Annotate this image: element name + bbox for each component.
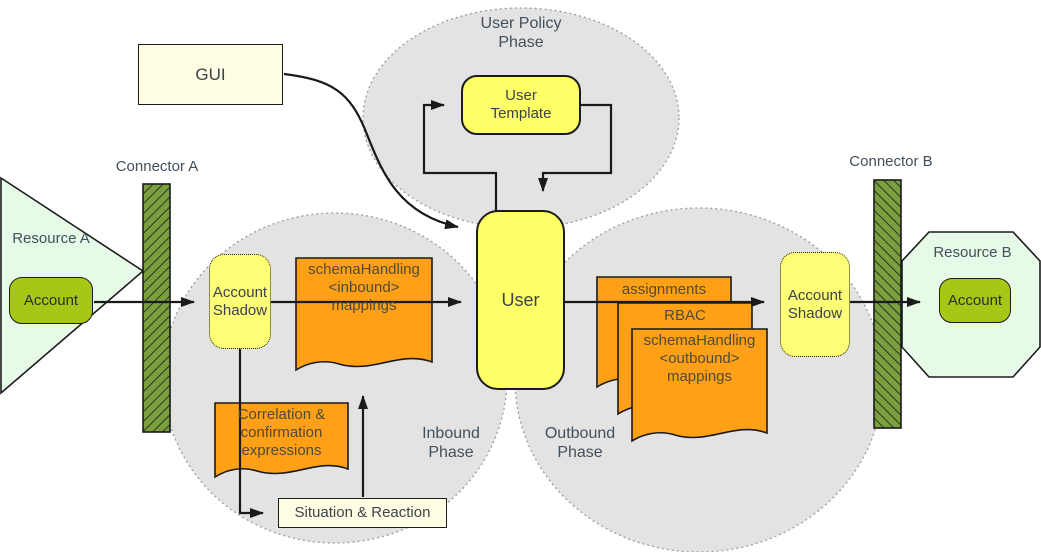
resource-a-label: Resource A (12, 230, 90, 247)
inbound-mappings-doc (295, 257, 433, 372)
correlation-label: Correlation & confirmation expressions (237, 406, 326, 459)
user-template-box: User Template (461, 75, 581, 135)
account-shadow-a-box: Account Shadow (209, 254, 271, 349)
outbound-phase-label: Outbound Phase (544, 425, 616, 461)
connector-b-bar (873, 179, 902, 429)
account-shadow-b-box: Account Shadow (780, 252, 850, 357)
outbound-mappings-doc (631, 328, 768, 443)
arrow-gui-to-user (283, 72, 459, 230)
user-policy-phase-label: User Policy Phase (480, 15, 562, 51)
correlation-doc (214, 402, 349, 479)
situation-reaction-box: Situation & Reaction (278, 498, 447, 528)
connector-a-bar (142, 183, 171, 433)
assignments-label: assignments (621, 281, 707, 298)
arrow-template-to-user (538, 103, 613, 192)
user-template-label: User Template (490, 87, 552, 122)
outbound-mappings-label: schemaHandling <outbound> mappings (643, 332, 756, 385)
user-box: User (476, 210, 565, 390)
inbound-phase-label: Inbound Phase (422, 425, 480, 461)
rbac-label: RBAC (664, 307, 706, 324)
account-b-box: Account (939, 278, 1011, 323)
arrow-user-to-template (422, 100, 498, 212)
connector-a-label: Connector A (115, 158, 199, 175)
account-a-box: Account (9, 277, 93, 324)
connector-b-label: Connector B (849, 153, 933, 170)
inbound-mappings-label: schemaHandling <inbound> mappings (308, 261, 420, 314)
resource-b-label: Resource B (933, 244, 1012, 261)
gui-box: GUI (138, 44, 283, 105)
arrow-shadow-a-to-situation (238, 349, 264, 518)
